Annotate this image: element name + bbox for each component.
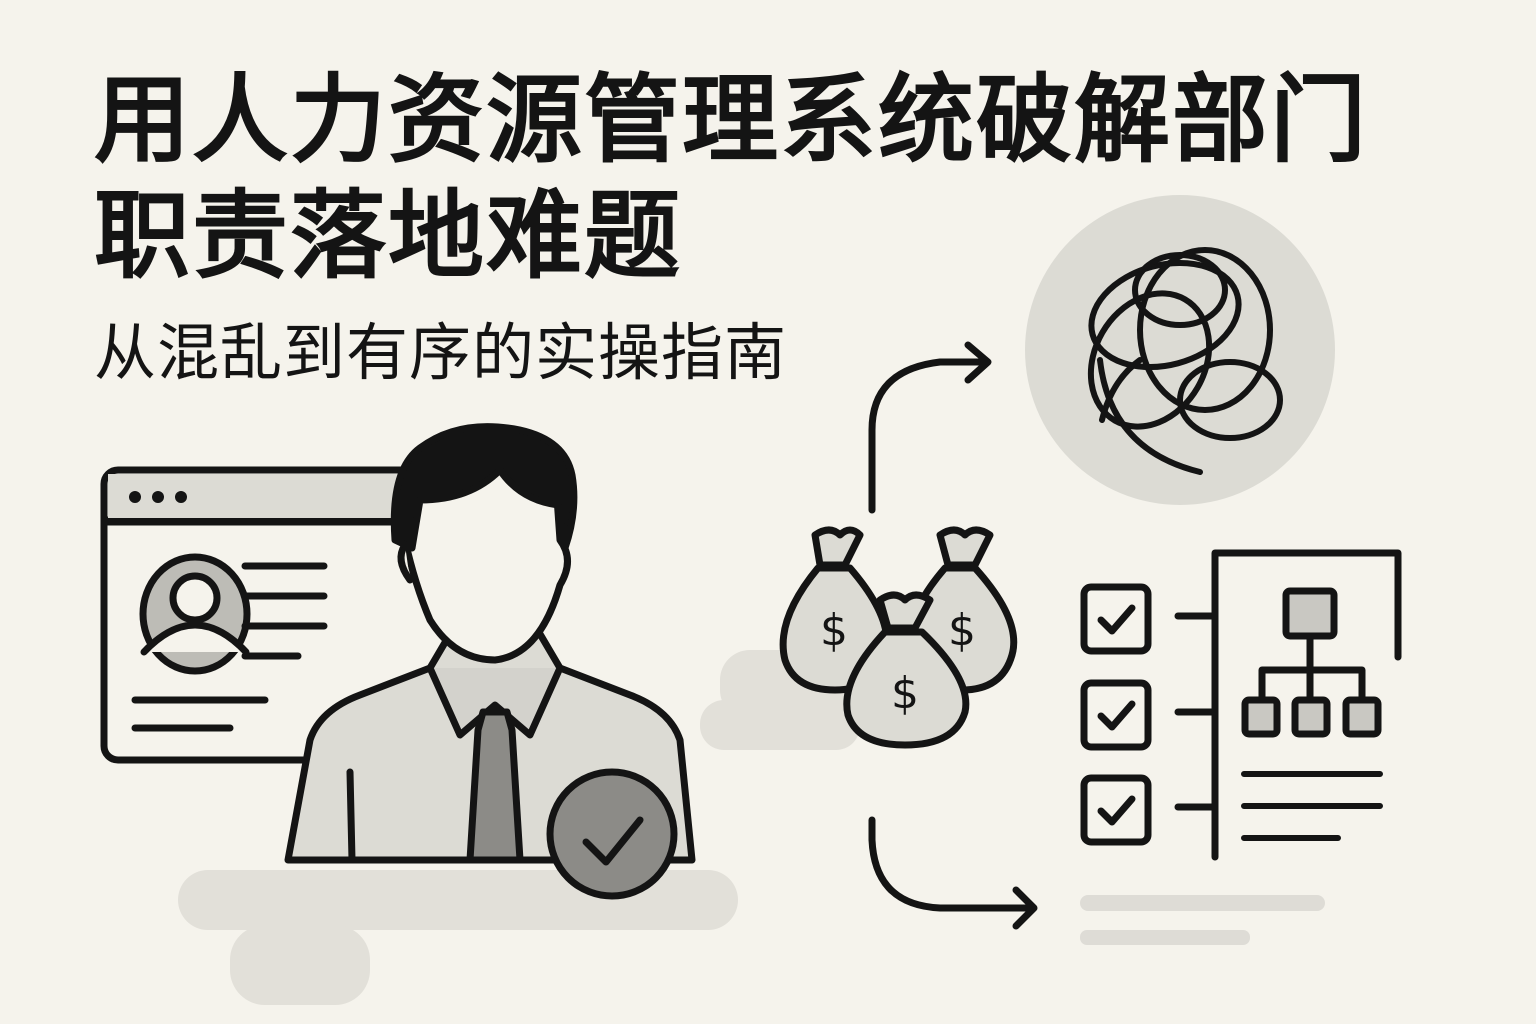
curved-arrow-up-right [868, 341, 992, 514]
svg-text:$: $ [948, 605, 976, 656]
svg-text:$: $ [891, 668, 919, 719]
org-chart-icon [1241, 587, 1382, 738]
document-lines [1241, 771, 1383, 841]
page-title-line-1: 用人力资源管理系统破解部门 [94, 64, 1368, 176]
checklist-icon [1080, 549, 1402, 861]
check-badge-icon [546, 768, 678, 900]
user-profile-icon [139, 553, 251, 675]
page-subtitle: 从混乱到有序的实操指南 [94, 316, 788, 389]
svg-text:$: $ [820, 605, 848, 656]
tangled-scribble-icon [1087, 247, 1283, 475]
scribble-background-circle [1025, 195, 1335, 505]
page-title-line-2: 职责落地难题 [94, 180, 682, 292]
curved-arrow-down-right [868, 816, 1038, 930]
money-bags-icon: $ $ $ [779, 526, 1018, 749]
